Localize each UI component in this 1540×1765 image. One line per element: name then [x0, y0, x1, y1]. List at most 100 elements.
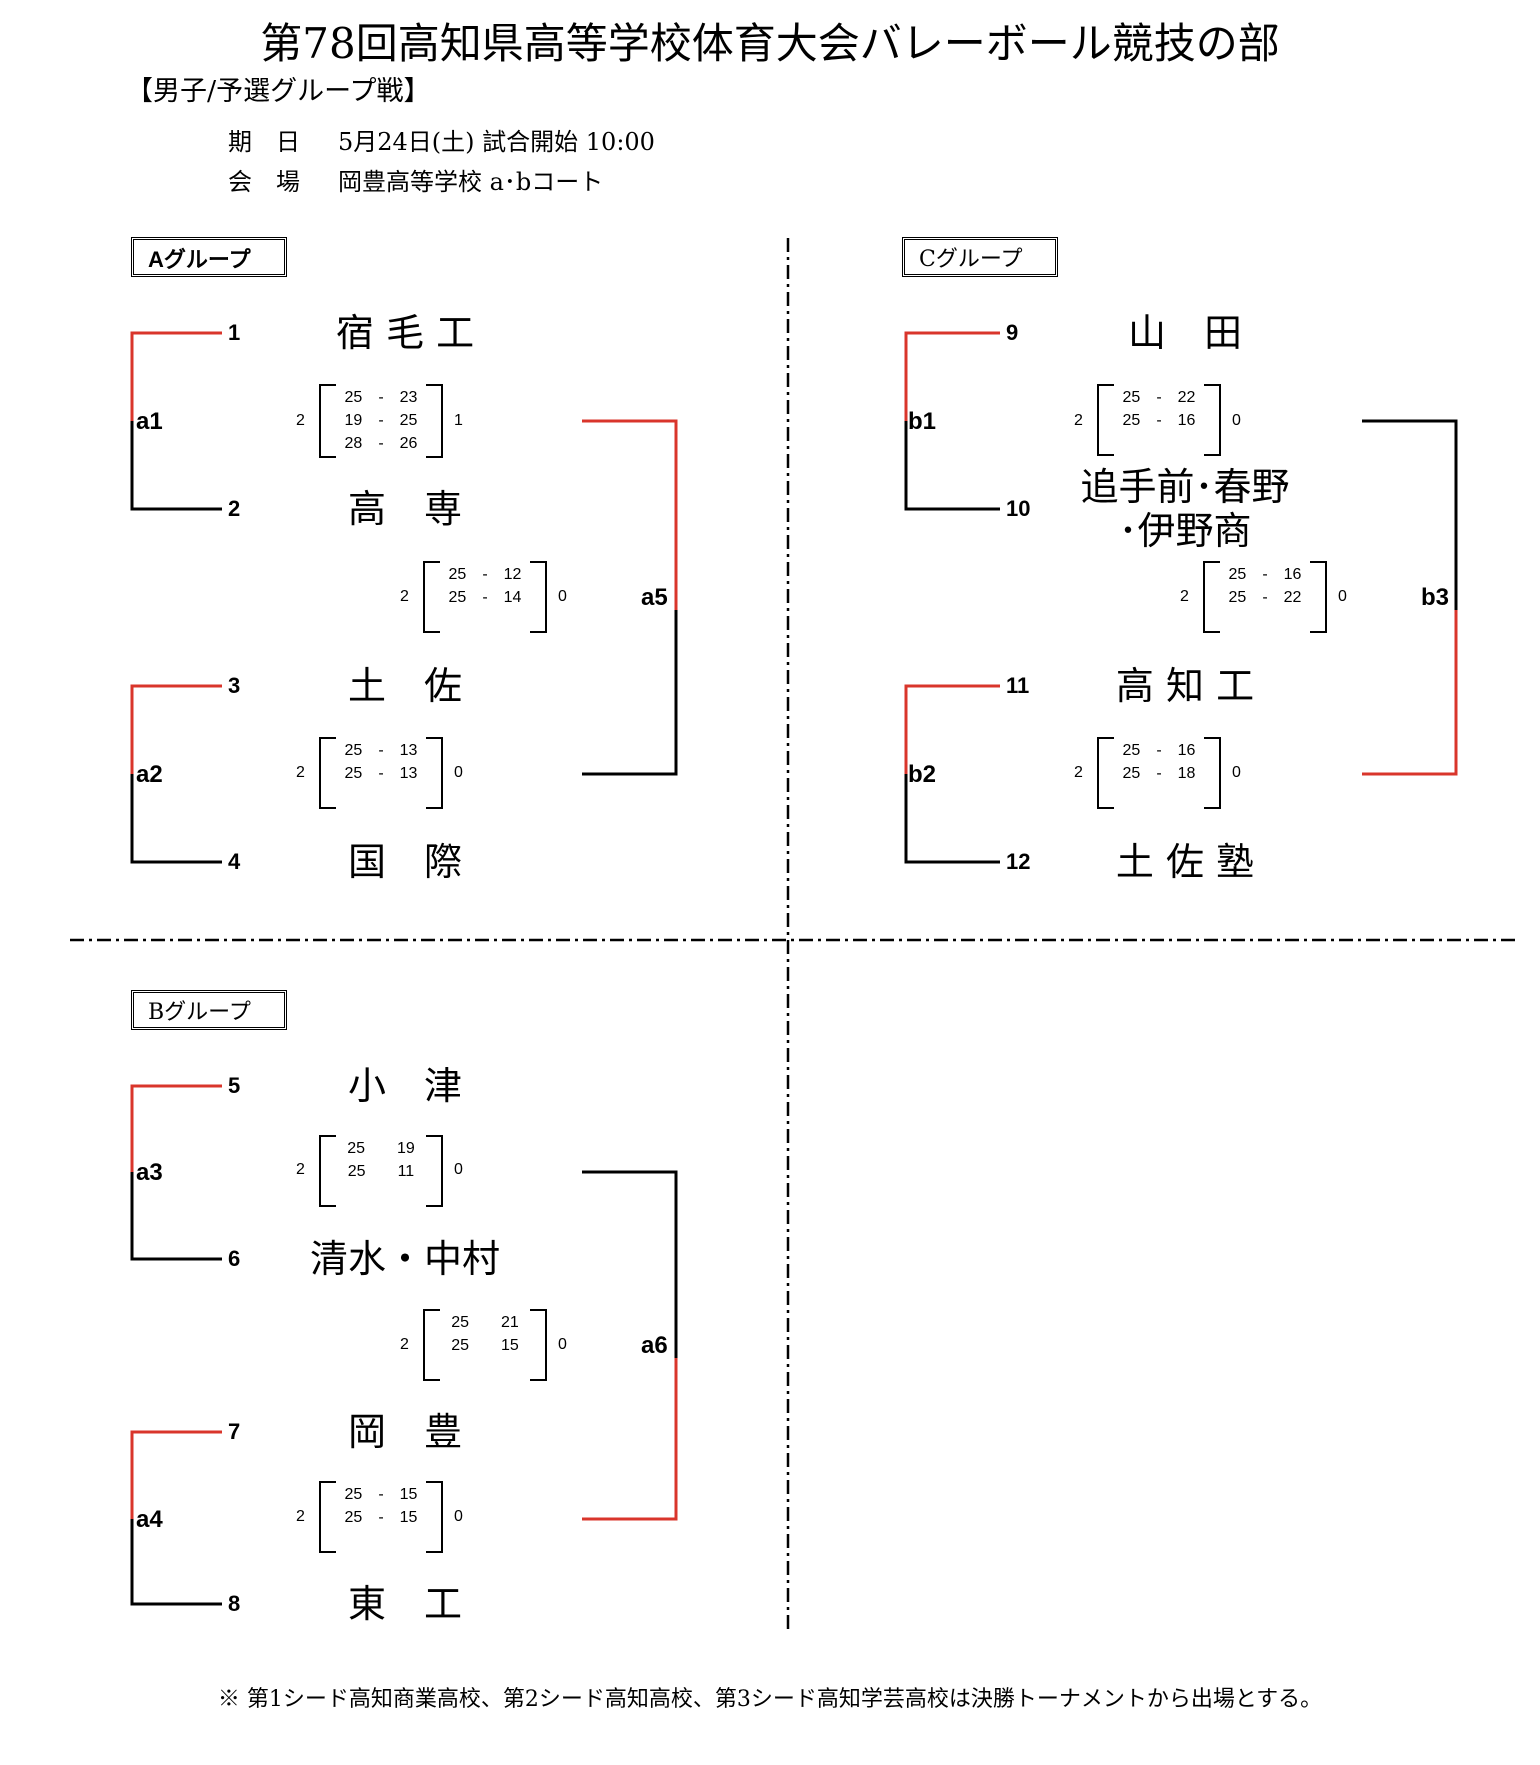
set-score: 25 - 12 — [448, 566, 522, 583]
page-subtitle: 【男子/予選グループ戦】 — [126, 76, 431, 107]
set-score: 25 - 18 — [1122, 765, 1196, 782]
score-bracket-b1-right — [1204, 384, 1221, 456]
group-a-label: Aグループ — [131, 237, 287, 277]
set-score: 25 - 16 — [1228, 566, 1302, 583]
sets-won-right: 0 — [1232, 412, 1241, 429]
match-label: a2 — [136, 761, 163, 788]
score-bracket-a2-right — [426, 737, 443, 809]
seed-number: 11 — [1006, 673, 1030, 698]
set-score: 25 - 22 — [1228, 589, 1302, 606]
score-bracket-b3-left — [1203, 561, 1220, 633]
match-label: a1 — [136, 408, 163, 435]
score-bracket-a6-right — [530, 1309, 547, 1381]
footnote: ※ 第1シード高知商業高校、第2シード高知高校、第3シード高知学芸高校は決勝トー… — [217, 1687, 1323, 1712]
set-score: 28 - 26 — [344, 435, 418, 452]
match-label: a5 — [641, 584, 668, 611]
bracket-b1-top — [904, 331, 1000, 421]
seed-number: 7 — [228, 1419, 241, 1444]
score-bracket-b2-right — [1204, 737, 1221, 809]
sets-won-left: 2 — [400, 588, 409, 605]
sets-won-right: 0 — [454, 1508, 463, 1525]
set-score: 25 - 15 — [344, 1486, 418, 1503]
bracket-a4-bottom — [130, 1519, 222, 1606]
bracket-a4-top — [130, 1430, 222, 1519]
bracket-a3-bottom — [130, 1172, 222, 1261]
sets-won-left: 2 — [296, 764, 305, 781]
team-name: 土 佐 — [347, 664, 462, 708]
bracket-a6-top — [582, 1170, 678, 1358]
sets-won-right: 0 — [454, 764, 463, 781]
bracket-a3-top — [130, 1084, 222, 1172]
seed-number: 5 — [228, 1073, 241, 1098]
sets-won-left: 2 — [296, 1161, 305, 1178]
bracket-a2-bottom — [130, 774, 222, 864]
group-c-label: Cグループ — [902, 237, 1058, 277]
seed-number: 8 — [228, 1591, 241, 1616]
bracket-b2-top — [904, 684, 1000, 774]
sets-won-right: 0 — [1338, 588, 1347, 605]
seed-number: 6 — [228, 1246, 241, 1271]
team-name: 東 工 — [347, 1582, 462, 1626]
bracket-b2-bottom — [904, 774, 1000, 864]
bracket-a5-bottom — [582, 610, 678, 776]
team-name: 追手前･春野 — [1080, 465, 1290, 509]
sets-won-right: 0 — [558, 588, 567, 605]
set-score: 25 11 — [347, 1163, 415, 1180]
venue-value: 岡豊高等学校 a･bコート — [338, 168, 604, 196]
match-label: b3 — [1421, 584, 1450, 611]
bracket-a5-top — [582, 419, 678, 610]
bracket-b1-bottom — [904, 421, 1000, 511]
score-bracket-a2-left — [319, 737, 336, 809]
match-label: a6 — [641, 1332, 668, 1359]
venue-label: 会 場 — [228, 168, 300, 196]
score-bracket-a3-right — [426, 1135, 443, 1207]
team-name: 高 知 工 — [1115, 664, 1255, 708]
set-score: 25 - 16 — [1122, 412, 1196, 429]
score-bracket-a3-left — [319, 1135, 336, 1207]
match-label: a4 — [136, 1506, 163, 1533]
seed-number: 4 — [228, 849, 241, 874]
team-name: ･伊野商 — [1118, 509, 1252, 553]
team-name: 土 佐 塾 — [1115, 840, 1255, 884]
set-score: 25 - 13 — [344, 742, 418, 759]
seed-number: 2 — [228, 496, 241, 521]
set-score: 25 - 14 — [448, 589, 522, 606]
set-score: 25 - 23 — [344, 389, 418, 406]
team-name: 高 専 — [347, 487, 462, 531]
group-b-label: Bグループ — [131, 990, 287, 1030]
score-bracket-b3-right — [1310, 561, 1327, 633]
bracket-b3-top — [1362, 419, 1458, 610]
score-bracket-a4-left — [319, 1481, 336, 1553]
set-score: 25 21 — [451, 1314, 519, 1331]
date-value: 5月24日(土) 試合開始 10:00 — [338, 128, 655, 156]
seed-number: 10 — [1006, 496, 1031, 521]
score-bracket-b1-left — [1097, 384, 1114, 456]
team-name: 宿 毛 工 — [335, 311, 475, 355]
set-score: 25 19 — [347, 1140, 415, 1157]
team-name: 小 津 — [347, 1064, 462, 1108]
sets-won-right: 0 — [454, 1161, 463, 1178]
date-label: 期 日 — [228, 128, 300, 156]
sets-won-left: 2 — [400, 1336, 409, 1353]
seed-number: 12 — [1006, 849, 1031, 874]
team-name: 清水・中村 — [309, 1237, 500, 1281]
sets-won-right: 0 — [558, 1336, 567, 1353]
sets-won-right: 1 — [454, 412, 463, 429]
set-score: 19 - 25 — [344, 412, 418, 429]
score-bracket-a5-right — [530, 561, 547, 633]
sets-won-right: 0 — [1232, 764, 1241, 781]
bracket-a2-top — [130, 684, 222, 774]
sets-won-left: 2 — [1074, 764, 1083, 781]
bracket-a6-bottom — [582, 1358, 678, 1521]
seed-number: 9 — [1006, 320, 1019, 345]
score-bracket-a5-left — [423, 561, 440, 633]
page-title: 第78回高知県高等学校体育大会バレーボール競技の部 — [260, 19, 1280, 68]
match-label: a3 — [136, 1159, 163, 1186]
score-bracket-a6-left — [423, 1309, 440, 1381]
set-score: 25 - 13 — [344, 765, 418, 782]
team-name: 岡 豊 — [347, 1410, 462, 1454]
team-name: 山 田 — [1127, 311, 1242, 355]
bracket-a1-top — [130, 331, 222, 421]
sets-won-left: 2 — [1180, 588, 1189, 605]
